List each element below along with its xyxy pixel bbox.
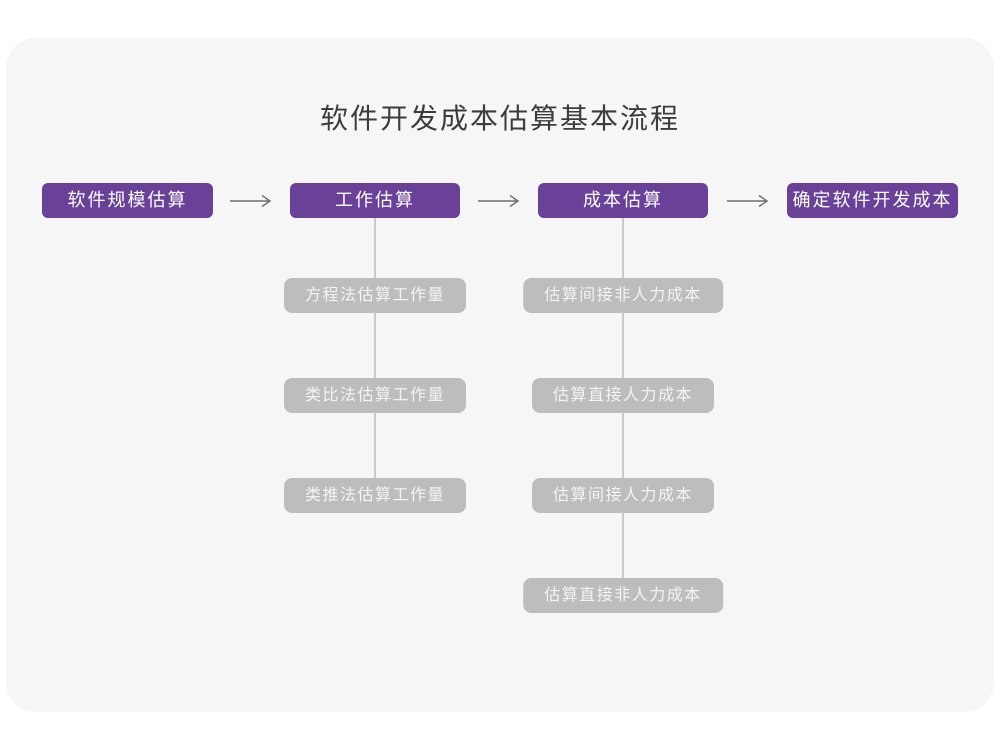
arrow-right-icon <box>477 194 521 208</box>
diagram-title: 软件开发成本估算基本流程 <box>319 103 680 134</box>
work-method-node-equation: 方程法估算工作量 <box>283 278 467 313</box>
cost-component-node-indirect-nonlabor: 估算间接非人力成本 <box>523 278 723 313</box>
stage-node-cost-estimation: 成本估算 <box>538 183 708 218</box>
arrow-right-icon <box>229 194 273 208</box>
diagram-card <box>6 38 994 712</box>
work-method-node-analogy: 类比法估算工作量 <box>283 378 467 413</box>
work-method-node-extrapolation: 类推法估算工作量 <box>283 478 467 513</box>
cost-component-node-direct-labor: 估算直接人力成本 <box>531 378 715 413</box>
cost-component-node-direct-nonlabor: 估算直接非人力成本 <box>523 578 723 613</box>
connector-line-work-methods <box>374 218 376 481</box>
stage-node-work-estimation: 工作估算 <box>290 183 460 218</box>
stage-node-determine-development-cost: 确定软件开发成本 <box>787 183 958 218</box>
arrow-right-icon <box>726 194 770 208</box>
stage-node-software-scale-estimation: 软件规模估算 <box>42 183 213 218</box>
cost-component-node-indirect-labor: 估算间接人力成本 <box>531 478 715 513</box>
